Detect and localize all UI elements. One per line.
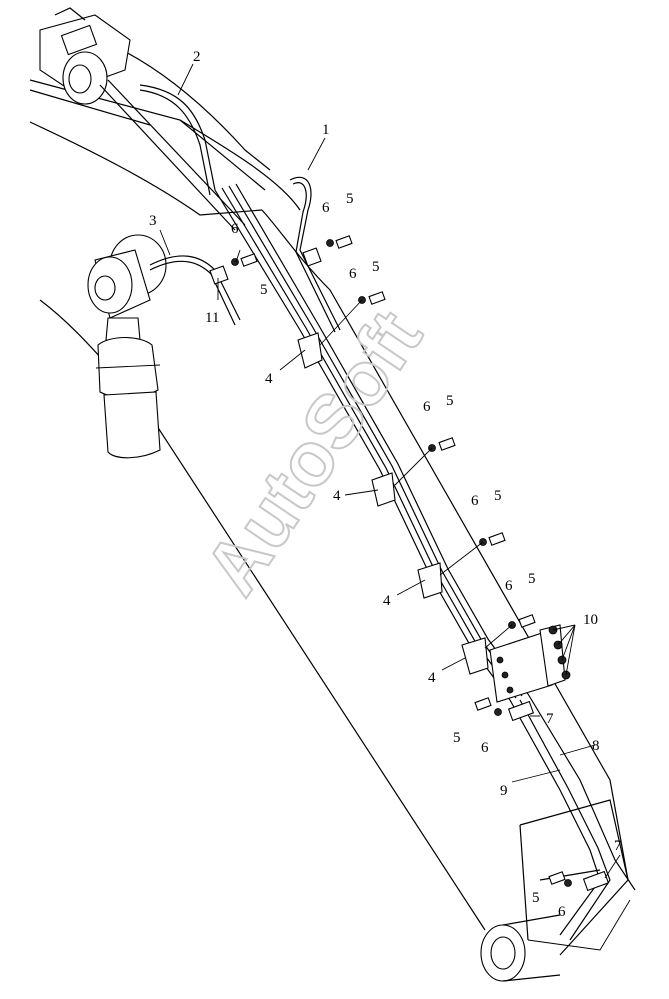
manifold-block (489, 624, 571, 703)
callout-7: 7 (546, 711, 554, 727)
callout-6: 6 (481, 740, 489, 756)
callout-7: 7 (614, 838, 622, 854)
callout-4: 4 (265, 371, 273, 387)
callout-6: 6 (231, 221, 239, 237)
callout-2: 2 (193, 49, 201, 65)
callout-6: 6 (423, 399, 431, 415)
callout-8: 8 (592, 738, 600, 754)
callout-5: 5 (532, 890, 540, 906)
callout-5: 5 (260, 282, 268, 298)
clamp-parts (209, 247, 610, 892)
callout-11: 11 (205, 310, 219, 326)
callout-9: 9 (500, 783, 508, 799)
callout-6: 6 (349, 266, 357, 282)
callout-3: 3 (149, 213, 157, 229)
callout-5: 5 (346, 191, 354, 207)
callout-6: 6 (558, 904, 566, 920)
callout-5: 5 (494, 488, 502, 504)
foot-pivot-boss (480, 914, 561, 982)
callout-6: 6 (322, 200, 330, 216)
callout-labels: 1 2 3 4 4 4 4 5 5 5 5 5 5 5 5 6 6 6 6 6 … (149, 49, 622, 920)
callout-5: 5 (372, 259, 380, 275)
callout-4: 4 (383, 593, 391, 609)
bolts-and-washers (231, 235, 572, 887)
top-pivot-boss (39, 7, 131, 105)
hose-bundle (99, 79, 636, 941)
hydraulic-cylinder (87, 234, 167, 459)
callout-5: 5 (528, 571, 536, 587)
callout-6: 6 (505, 578, 513, 594)
callout-6: 6 (471, 493, 479, 509)
callout-5: 5 (446, 393, 454, 409)
callout-4: 4 (428, 670, 436, 686)
callout-10: 10 (583, 612, 598, 628)
callout-4: 4 (333, 488, 341, 504)
leader-lines (159, 63, 621, 879)
callout-5: 5 (453, 730, 461, 746)
callout-1: 1 (322, 122, 330, 138)
